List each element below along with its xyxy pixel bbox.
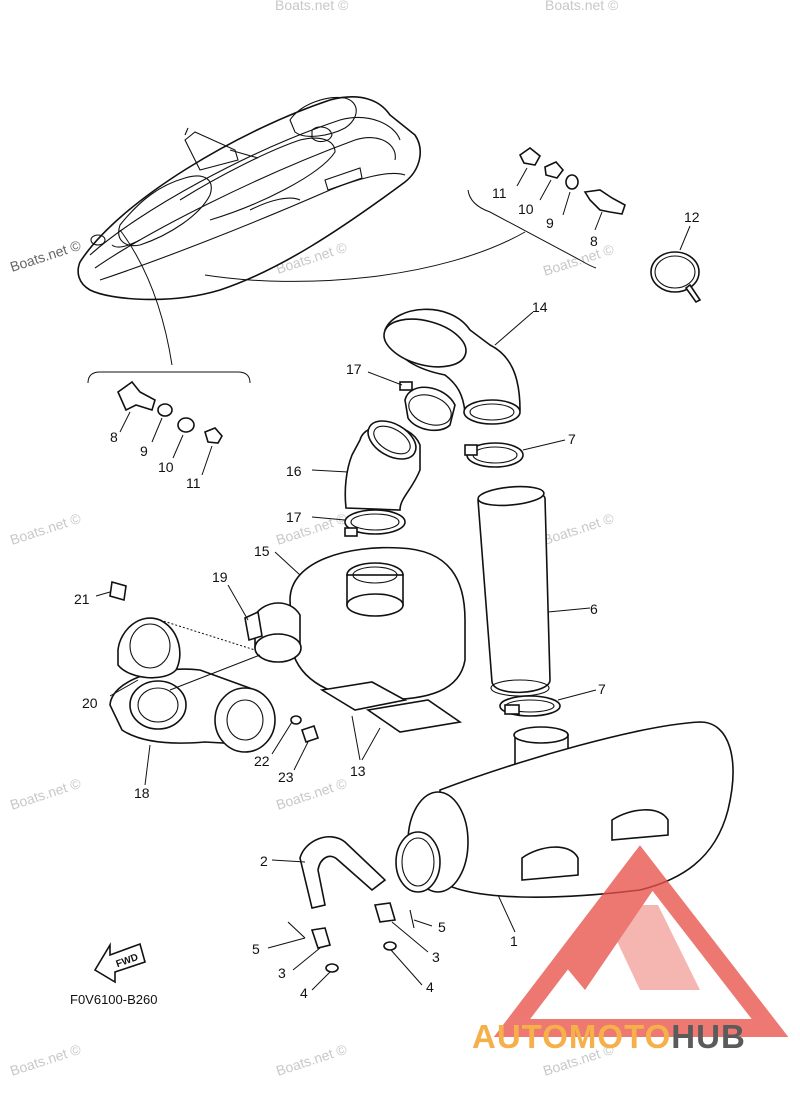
callout-5: 5 — [252, 941, 260, 957]
leader-line — [204, 231, 526, 282]
clamp-7-lower — [499, 695, 561, 717]
callout-18: 18 — [134, 785, 150, 801]
watermark-text: Boats.net © — [8, 237, 83, 275]
outlet-assembly-18 — [109, 580, 320, 753]
callout-22: 22 — [254, 753, 270, 769]
callout-9: 9 — [140, 443, 148, 459]
callout-12: 12 — [684, 209, 700, 225]
hose-6 — [477, 485, 551, 697]
callout-17: 17 — [346, 361, 362, 377]
callout-7: 7 — [598, 681, 606, 697]
watermark-text: Boats.net © — [8, 1041, 83, 1079]
callout-4: 4 — [300, 985, 308, 1001]
callout-7: 7 — [568, 431, 576, 447]
automotohub-logo-text: AUTOMOTOHUB — [472, 1018, 746, 1056]
callout-2: 2 — [260, 853, 268, 869]
logo-part-hub: HUB — [671, 1018, 746, 1055]
muffler-1 — [395, 721, 734, 898]
right-fitting-set — [518, 147, 626, 215]
callout-8: 8 — [110, 429, 118, 445]
fwd-direction-icon: FWD — [93, 942, 146, 984]
water-lock-15 — [244, 546, 466, 701]
callout-14: 14 — [532, 299, 548, 315]
watermark-text: Boats.net © — [8, 775, 83, 813]
callout-17: 17 — [286, 509, 302, 525]
watermark-text: Boats.net © — [274, 1041, 349, 1079]
clamp-17-lower — [344, 509, 406, 537]
bracket — [87, 371, 251, 384]
callouts: 1 2 3 3 4 4 5 5 6 7 7 8 8 9 9 10 10 11 1… — [74, 185, 700, 1001]
exhaust-elbow-14 — [383, 308, 521, 425]
bracket — [467, 189, 597, 269]
callout-4: 4 — [426, 979, 434, 995]
leader-line — [119, 229, 173, 366]
callout-9: 9 — [546, 215, 554, 231]
callout-15: 15 — [254, 543, 270, 559]
pad-13 — [319, 681, 463, 733]
callout-10: 10 — [158, 459, 174, 475]
callout-8: 8 — [590, 233, 598, 249]
diagram-code: F0V6100-B260 — [70, 992, 157, 1007]
watermark-text: Boats.net © — [8, 510, 83, 548]
callout-21: 21 — [74, 591, 90, 607]
callout-5: 5 — [438, 919, 446, 935]
callout-20: 20 — [82, 695, 98, 711]
callout-19: 19 — [212, 569, 228, 585]
left-fitting-set — [117, 380, 223, 444]
callout-23: 23 — [278, 769, 294, 785]
watercraft-illustration — [77, 96, 421, 301]
callout-3: 3 — [278, 965, 286, 981]
callout-1: 1 — [510, 933, 518, 949]
automotohub-logo-mark — [493, 845, 789, 1037]
callout-11: 11 — [186, 475, 201, 491]
hose-clamp-12 — [650, 251, 702, 304]
strap-fasteners — [287, 902, 415, 973]
callout-11: 11 — [492, 185, 507, 201]
callout-13: 13 — [350, 763, 366, 779]
exhaust-elbow-16 — [344, 420, 421, 511]
callout-10: 10 — [518, 201, 534, 217]
watermark-text: Boats.net © — [275, 0, 349, 13]
callout-16: 16 — [286, 463, 302, 479]
logo-part-auto: AUTO — [472, 1018, 569, 1055]
watermark-text: Boats.net © — [545, 0, 619, 13]
clamp-7-upper — [464, 442, 524, 468]
callout-6: 6 — [590, 601, 598, 617]
clamp-17-upper — [399, 381, 456, 432]
strap-2 — [299, 836, 387, 909]
watermark-text: Boats.net © — [541, 510, 616, 548]
callout-3: 3 — [432, 949, 440, 965]
logo-part-moto: MOTO — [568, 1018, 672, 1055]
